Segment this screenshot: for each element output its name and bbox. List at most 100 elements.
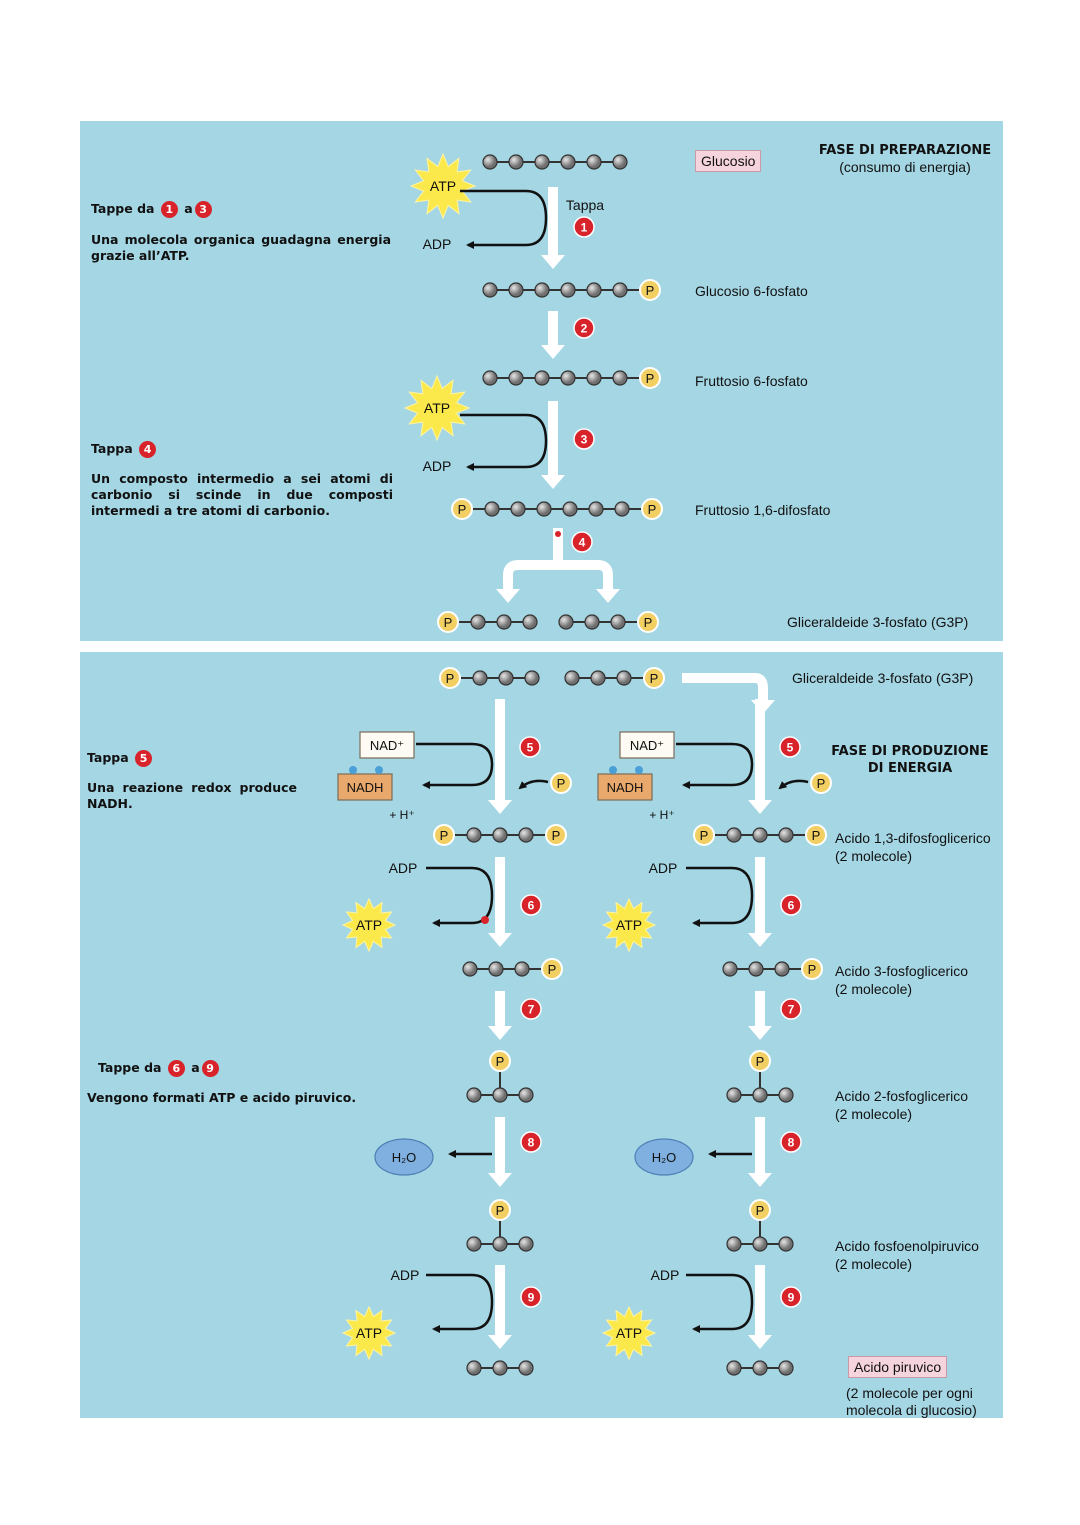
flow-arrow <box>495 857 505 935</box>
carbon-atom <box>462 961 478 977</box>
carbon-atom <box>510 501 526 517</box>
step-badge <box>780 998 802 1020</box>
flow-arrowhead <box>488 800 512 814</box>
atp-label: ATP <box>356 917 382 933</box>
flow-arrowhead <box>541 345 565 359</box>
reaction-curve-arrow <box>460 413 548 471</box>
reaction-curve-arrow <box>416 742 494 789</box>
carbon-atom <box>518 1087 534 1103</box>
nad-label: NAD⁺ <box>630 738 664 753</box>
carbon-atom <box>584 614 600 630</box>
step-badge <box>779 736 801 758</box>
phosphate-icon <box>451 498 473 520</box>
water-label: H₂O <box>652 1150 677 1165</box>
flow-arrowhead <box>748 1335 772 1349</box>
product-label: Acido 2-fosfoglicerico(2 molecole) <box>835 1088 969 1122</box>
atp-star-icon <box>601 1305 657 1361</box>
phosphate-icon <box>810 772 832 794</box>
carbon-atom <box>590 670 606 686</box>
flow-arrowhead <box>488 1335 512 1349</box>
carbon-atom <box>778 1360 794 1376</box>
flow-arrowhead <box>748 1173 772 1187</box>
fructose-6-phosphate-label: Fruttosio 6-fosfato <box>695 373 808 389</box>
step-number: 6 <box>788 899 795 913</box>
step-badge: 3 <box>194 201 212 218</box>
carbon-atom <box>496 614 512 630</box>
flow-arrowhead <box>748 933 772 947</box>
flow-arrow <box>548 311 558 347</box>
electron-dot <box>349 766 357 774</box>
electron-dot <box>635 766 643 774</box>
carbon-atom <box>778 1087 794 1103</box>
step-badge <box>780 894 802 916</box>
flow-arrow <box>755 1265 765 1337</box>
carbon-atom <box>466 1087 482 1103</box>
phosphate-icon <box>641 498 663 520</box>
carbon-atom <box>748 961 764 977</box>
pyruvic-acid-label: Acido piruvico <box>848 1356 948 1378</box>
carbon-atom <box>726 1236 742 1252</box>
carbon-atom <box>778 1236 794 1252</box>
step-badge <box>520 1286 542 1308</box>
phosphate-icon <box>637 611 659 633</box>
step-badge: 9 <box>201 1060 219 1077</box>
step-number: 9 <box>788 1291 795 1305</box>
energy-phase-title: FASE DI PRODUZIONE DI ENERGIA <box>831 744 989 776</box>
adp-label: ADP <box>649 860 678 876</box>
carbon-atom <box>466 827 482 843</box>
split-arrow <box>503 560 613 591</box>
carbon-atom <box>492 1360 508 1376</box>
flow-arrow <box>495 991 505 1028</box>
phosphate-label: P <box>700 828 709 843</box>
carbon-atom <box>498 670 514 686</box>
step-badge <box>520 1131 542 1153</box>
carbon-atom <box>508 282 524 298</box>
phosphate-label: P <box>548 962 557 977</box>
flow-arrow <box>548 401 558 477</box>
step-number: 5 <box>527 741 534 755</box>
nad-box <box>619 731 675 759</box>
carbon-atom <box>752 1236 768 1252</box>
step-4-title: Tappa 4 <box>91 441 391 458</box>
step-4-description: Un composto intermedio a sei atomi di ca… <box>91 471 393 518</box>
pointer-dot <box>555 531 561 537</box>
carbon-atom <box>484 501 500 517</box>
flow-arrowhead <box>541 255 565 269</box>
flow-arrowhead <box>541 475 565 489</box>
phosphate-label: P <box>644 615 653 630</box>
step-badge: 4 <box>139 441 157 458</box>
flow-arrow <box>495 1265 505 1337</box>
carbon-atom <box>560 154 576 170</box>
carbon-atom <box>722 961 738 977</box>
carbon-atom <box>726 827 742 843</box>
water-label: H₂O <box>392 1150 417 1165</box>
hplus-label: + H⁺ <box>389 808 414 822</box>
atp-star-icon <box>409 152 477 220</box>
flow-arrow <box>495 1117 505 1175</box>
carbon-atom <box>508 370 524 386</box>
phosphate-label: P <box>808 962 817 977</box>
carbon-atom <box>482 370 498 386</box>
glucose-label: Glucosio <box>695 150 762 172</box>
phosphate-icon <box>433 824 455 846</box>
carbon-atom <box>752 1087 768 1103</box>
phosphate-label: P <box>756 1203 765 1218</box>
atp-star-icon <box>601 897 657 953</box>
product-label: Acido 3-fosfoglicerico(2 molecole) <box>835 963 969 997</box>
water-icon <box>634 1138 694 1176</box>
carbon-atom <box>774 961 790 977</box>
carbon-atom <box>752 827 768 843</box>
carbon-atom <box>524 670 540 686</box>
glucose-6-phosphate-label: Glucosio 6-fosfato <box>695 283 808 299</box>
g3p-label: Gliceraldeide 3-fosfato (G3P) <box>787 614 969 630</box>
carbon-atom <box>612 282 628 298</box>
flow-arrowhead <box>488 1173 512 1187</box>
carbon-atom <box>534 154 550 170</box>
phosphate-label: P <box>756 1054 765 1069</box>
flow-arrow <box>553 528 563 570</box>
step-badge <box>780 1286 802 1308</box>
step-number: 8 <box>528 1136 535 1150</box>
